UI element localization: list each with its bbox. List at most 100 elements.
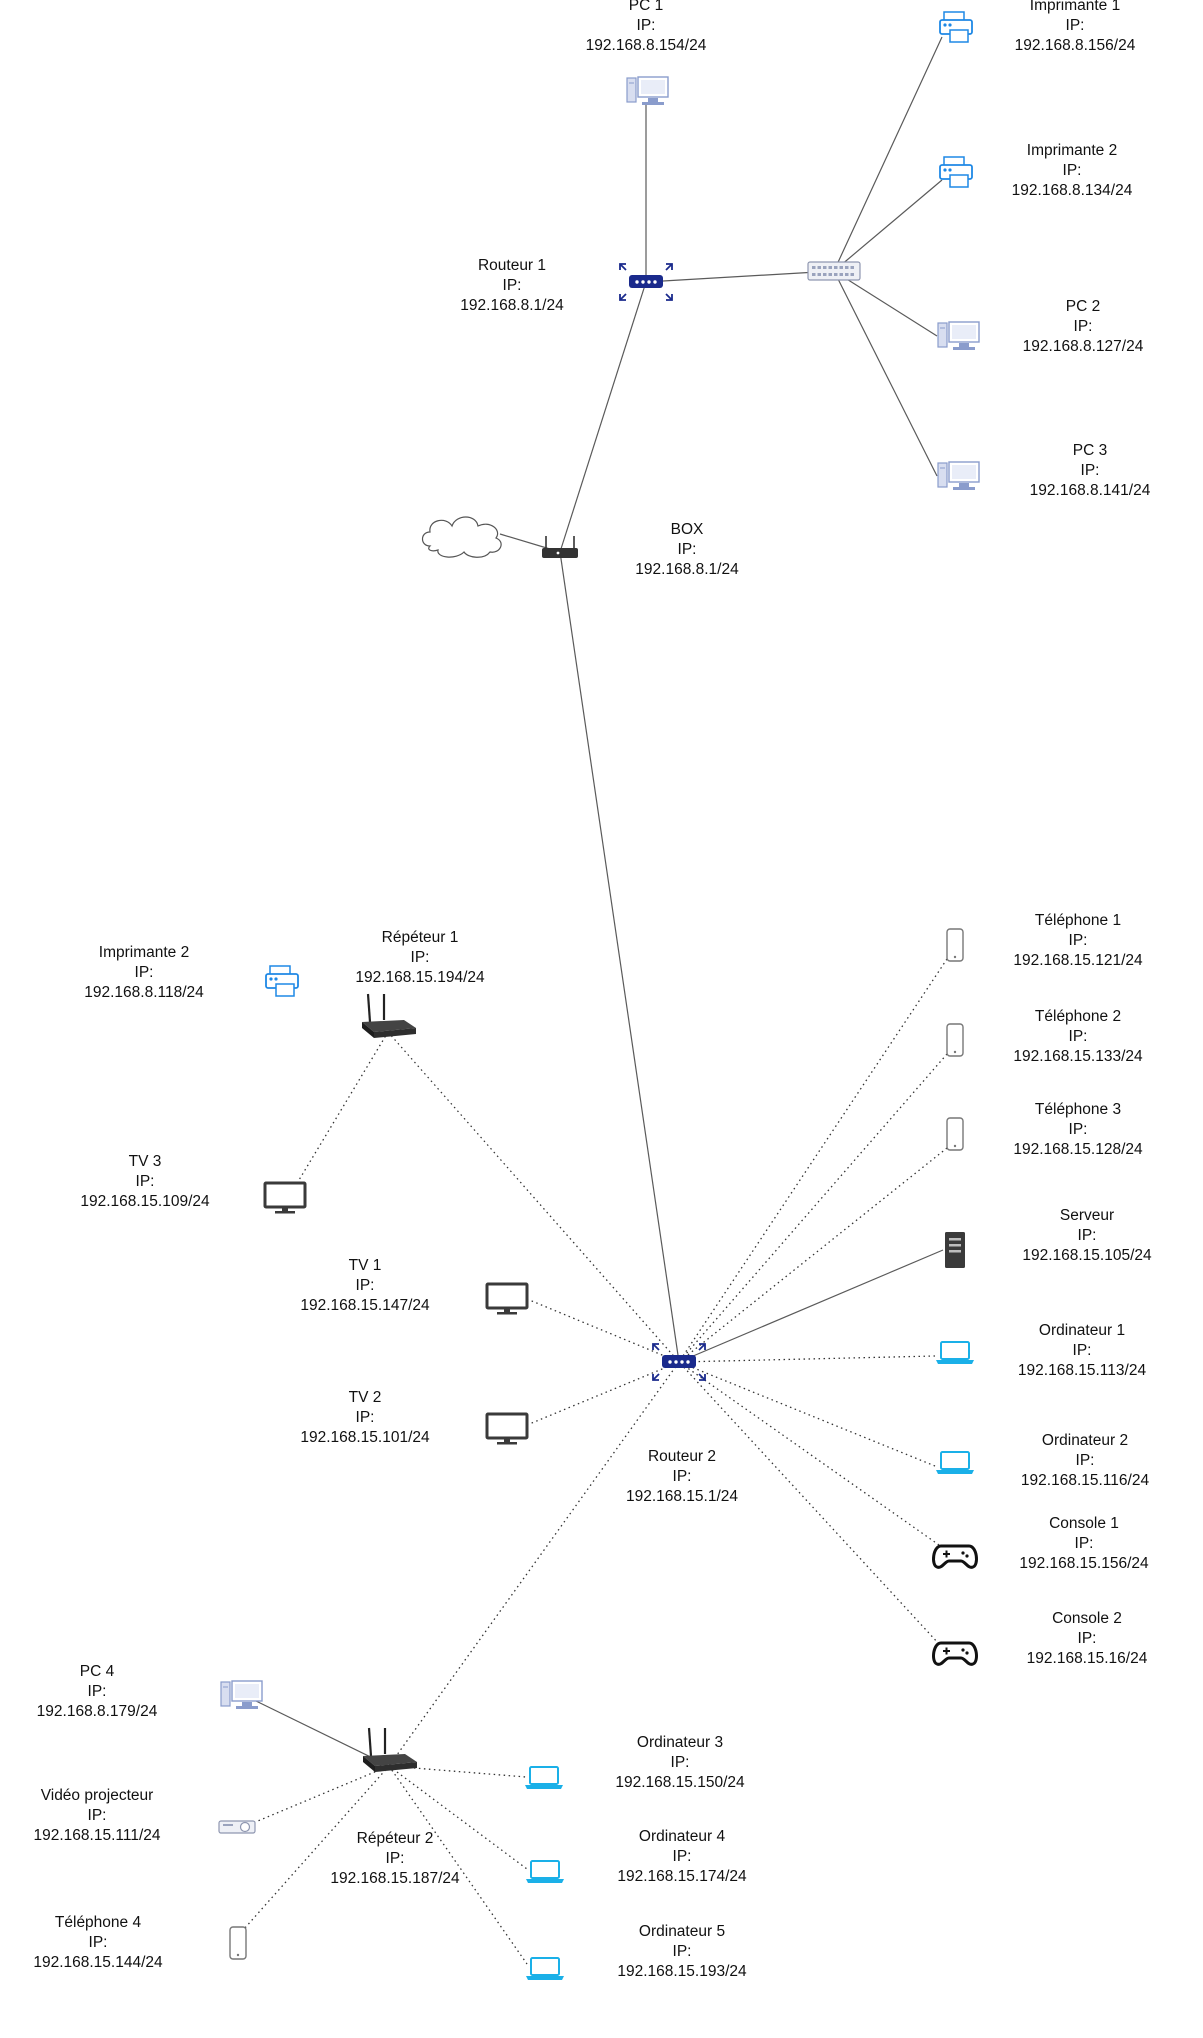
ip-address: 192.168.8.134/24 — [1012, 182, 1133, 199]
label-imp1: Imprimante 1IP:192.168.8.156/24 — [1015, 0, 1136, 54]
projector-icon — [218, 1820, 256, 1834]
device-name: Ordinateur 2 — [1042, 1432, 1128, 1449]
device-name: PC 4 — [80, 1663, 115, 1680]
ip-address: 192.168.15.116/24 — [1021, 1472, 1150, 1489]
device-name: Ordinateur 1 — [1039, 1322, 1125, 1339]
label-tv3: TV 3IP:192.168.15.109/24 — [80, 1153, 210, 1210]
tv-icon — [485, 1282, 529, 1315]
laptop-icon — [525, 1766, 563, 1789]
device-name: Imprimante 2 — [99, 944, 189, 961]
ip-address: 192.168.15.150/24 — [615, 1774, 745, 1791]
ip-label: IP: — [673, 1468, 692, 1485]
printer-icon — [939, 156, 973, 188]
ip-label: IP: — [673, 1943, 692, 1960]
device-name: PC 1 — [629, 0, 663, 14]
label-ord2: Ordinateur 2 IP: 192.168.15.116/24 — [1021, 1432, 1150, 1489]
ip-address: 192.168.15.111/24 — [34, 1827, 161, 1844]
ip-label: IP: — [637, 17, 656, 34]
device-name: TV 3 — [129, 1153, 162, 1170]
ip-address: 192.168.8.127/24 — [1023, 338, 1144, 355]
ip-address: 192.168.15.193/24 — [617, 1963, 747, 1980]
printer-icon — [265, 965, 299, 997]
link-rep2-tel4 — [243, 1765, 390, 1930]
link-tel2-routeur2 — [678, 1053, 948, 1363]
tv-icon — [485, 1412, 529, 1445]
label-pc3: PC 3IP:192.168.8.141/24 — [1030, 442, 1151, 499]
ip-label: IP: — [88, 1683, 107, 1700]
ip-label: IP: — [89, 1934, 108, 1951]
device-name: Téléphone 4 — [55, 1914, 142, 1931]
ip-address: 192.168.15.144/24 — [33, 1954, 163, 1971]
link-switch-pc2 — [833, 270, 938, 337]
ip-address: 192.168.15.128/24 — [1013, 1141, 1143, 1158]
label-ord5: Ordinateur 5 IP: 192.168.15.193/24 — [617, 1923, 747, 1980]
label-routeur2: Routeur 2IP:192.168.15.1/24 — [626, 1448, 738, 1505]
ip-label: IP: — [1075, 1535, 1094, 1552]
label-imp2a: Imprimante 2 IP: 192.168.8.134/24 — [1012, 142, 1133, 199]
link-routeur1-box — [559, 281, 647, 553]
device-name: Répéteur 2 — [357, 1830, 434, 1847]
device-name: Ordinateur 3 — [637, 1734, 723, 1751]
ip-label: IP: — [1069, 1121, 1088, 1138]
ip-label: IP: — [411, 949, 430, 966]
label-imp2b: Imprimante 2IP:192.168.8.118/24 — [84, 944, 204, 1001]
ip-address: 192.168.8.1/24 — [460, 297, 564, 314]
laptop-icon — [526, 1860, 564, 1883]
device-name: Vidéo projecteur — [41, 1787, 154, 1804]
link-switch-pc3 — [833, 270, 938, 477]
wifi-repeater-icon — [362, 993, 416, 1038]
label-routeur1: Routeur 1 IP: 192.168.8.1/24 — [460, 257, 564, 314]
ip-address: 192.168.8.156/24 — [1015, 37, 1136, 54]
label-pc4: PC 4 IP: 192.168.8.179/24 — [37, 1663, 158, 1720]
label-pc2: PC 2 IP: 192.168.8.127/24 — [1023, 298, 1144, 355]
label-ord4: Ordinateur 4IP:192.168.15.174/24 — [617, 1828, 747, 1885]
label-rep2: Répéteur 2IP:192.168.15.187/24 — [330, 1830, 460, 1887]
ip-label: IP: — [673, 1848, 692, 1865]
link-rep2-routeur2 — [388, 1361, 680, 1767]
device-name: Téléphone 2 — [1035, 1008, 1121, 1025]
laptop-icon — [526, 1957, 564, 1980]
phone-icon — [946, 1117, 964, 1151]
ip-label: IP: — [135, 964, 154, 981]
cloud-icon — [421, 516, 502, 558]
ip-address: 192.168.8.179/24 — [37, 1703, 158, 1720]
device-name: Routeur 1 — [478, 257, 546, 274]
switch-icon — [807, 261, 861, 281]
server-icon — [945, 1232, 965, 1268]
device-name: Console 1 — [1049, 1515, 1119, 1532]
ip-label: IP: — [1078, 1227, 1097, 1244]
ip-label: IP: — [503, 277, 522, 294]
device-name: Ordinateur 5 — [639, 1923, 725, 1940]
desktop-pc-icon — [626, 76, 669, 105]
link-rep2-video — [252, 1765, 390, 1824]
laptop-icon — [936, 1341, 974, 1364]
ip-label: IP: — [1063, 162, 1082, 179]
label-pc1: PC 1IP:192.168.8.154/24 — [586, 0, 707, 54]
device-name: TV 1 — [349, 1257, 382, 1274]
ip-label: IP: — [1081, 462, 1100, 479]
device-name: PC 2 — [1066, 298, 1100, 315]
ip-address: 192.168.15.101/24 — [300, 1429, 430, 1446]
ip-label: IP: — [1069, 1028, 1088, 1045]
gamepad-icon — [932, 1641, 978, 1666]
ip-label: IP: — [1076, 1452, 1095, 1469]
ip-address: 192.168.15.174/24 — [617, 1868, 747, 1885]
ip-address: 192.168.15.113/24 — [1018, 1362, 1147, 1379]
desktop-pc-icon — [937, 461, 980, 490]
link-rep1-tv3 — [298, 1031, 389, 1181]
link-tv2-routeur2 — [526, 1361, 680, 1426]
link-console1-routeur2 — [678, 1361, 940, 1546]
link-tel1-routeur2 — [678, 958, 948, 1363]
label-tv1: TV 1IP:192.168.15.147/24 — [300, 1257, 430, 1314]
link-pc4-rep2 — [255, 1700, 390, 1767]
device-name: Imprimante 2 — [1027, 142, 1117, 159]
ip-address: 192.168.8.141/24 — [1030, 482, 1151, 499]
ip-label: IP: — [678, 541, 697, 558]
device-name: Serveur — [1060, 1207, 1114, 1224]
ip-label: IP: — [1074, 318, 1093, 335]
